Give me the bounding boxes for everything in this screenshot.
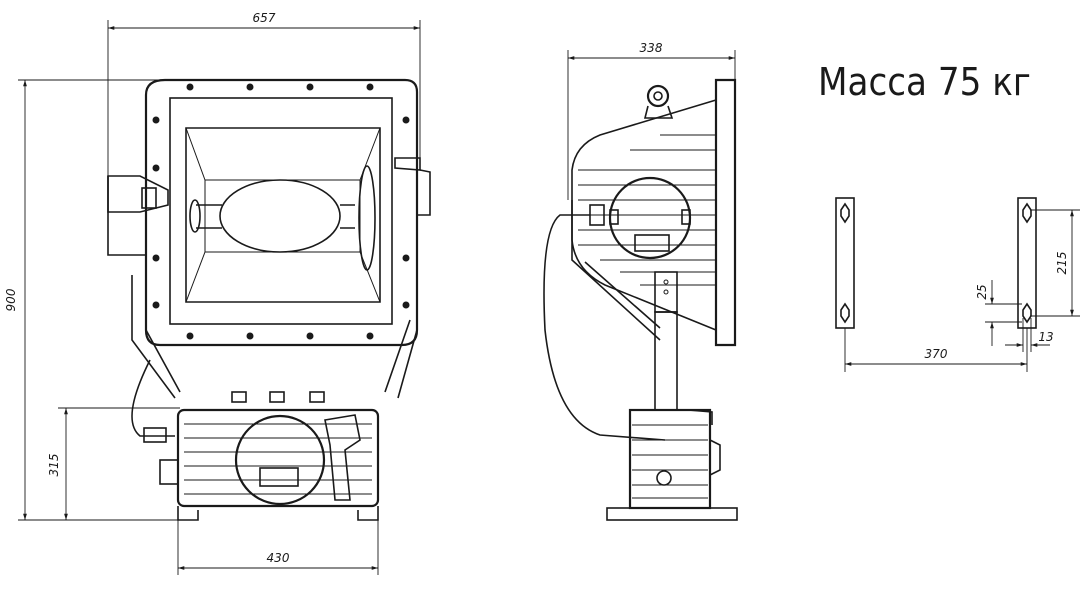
lifting-eye (643, 84, 674, 119)
cooling-fins (578, 134, 716, 286)
side-junction-box (608, 176, 692, 260)
dimension-13 (1005, 318, 1050, 352)
power-cable (131, 359, 175, 437)
front-glass-plate (714, 78, 737, 347)
dimension-315-label: 315 (47, 454, 61, 477)
dimension-900-label: 900 (4, 288, 18, 311)
yoke-right (384, 319, 418, 399)
frame-bolts (152, 83, 410, 340)
side-power-cable (543, 214, 666, 441)
base-feet (177, 506, 379, 521)
side-nameplate (634, 234, 670, 252)
dimension-430 (177, 520, 379, 575)
dimension-25 (985, 280, 1022, 346)
mass-label: Масса 75 кг (818, 60, 1031, 104)
left-bracket (107, 176, 146, 256)
junction-box-cover (234, 414, 326, 506)
base-handle (324, 414, 361, 501)
dimension-338 (567, 50, 736, 200)
side-base-handle (709, 439, 721, 476)
nameplate (259, 467, 299, 487)
mounting-slot-left-bottom (840, 302, 850, 324)
front-view: 657 900 315 430 (4, 11, 431, 575)
side-base-ribs (632, 424, 708, 499)
dimension-900 (18, 79, 178, 521)
base-housing (176, 408, 380, 508)
mounting-plate-right (1017, 197, 1037, 329)
dimension-430-label: 430 (267, 551, 290, 565)
base-terminals (231, 391, 325, 403)
lamp-bulb (189, 165, 376, 271)
dimension-215 (1030, 209, 1080, 317)
mounting-slot-right-top (1022, 202, 1032, 224)
support-arm (571, 200, 661, 341)
base-ribs (184, 423, 372, 495)
lamp-front-frame (169, 97, 393, 325)
side-view: 338 (543, 41, 738, 521)
mounting-plan: 370 215 25 13 (835, 197, 1080, 372)
mounting-plate-left (835, 197, 855, 329)
left-handle-latch (141, 187, 157, 209)
dimension-657-label: 657 (253, 11, 276, 25)
dimension-657 (107, 20, 421, 176)
yoke-left (131, 275, 181, 399)
dimension-215-label: 215 (1055, 252, 1069, 275)
cable-gland (143, 427, 167, 443)
side-latch-left (609, 209, 619, 225)
left-handle (107, 175, 169, 213)
dimension-315 (58, 407, 180, 520)
mounting-slot-left-top (840, 202, 850, 224)
side-base-corner (687, 409, 713, 425)
side-base-plug (656, 470, 672, 486)
dimension-25-label: 25 (975, 284, 989, 299)
dimension-370 (844, 328, 1028, 372)
side-base-plate (606, 507, 738, 521)
side-latch-right (681, 209, 691, 225)
reflector (185, 127, 381, 303)
mounting-slot-right-bottom (1022, 302, 1032, 324)
dimension-338-label: 338 (640, 41, 663, 55)
dimension-13-label: 13 (1038, 330, 1053, 344)
right-bracket (417, 169, 431, 216)
dimension-370-label: 370 (925, 347, 948, 361)
base-side-connector (159, 459, 179, 485)
